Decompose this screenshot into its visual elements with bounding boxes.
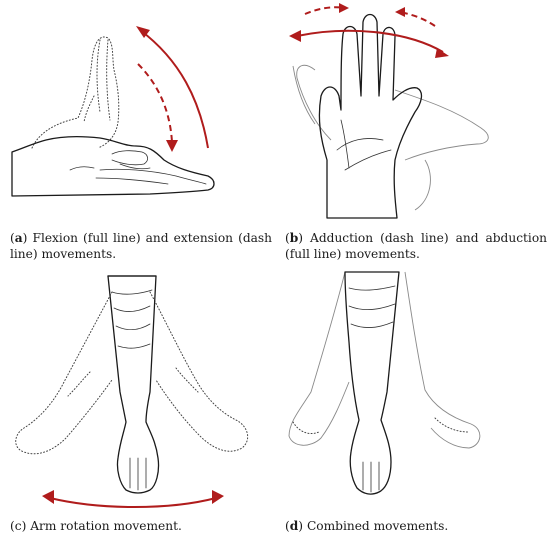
abduction-adduction-illustration [289,3,489,219]
flexed-hand-outline [31,36,120,149]
combined-movements-illustration [288,271,481,495]
panel-a: (a) Flexion (full line) and extension (d… [0,0,275,261]
rotated-arm-right-outline [149,291,249,452]
adduction-arrow-left [304,6,346,15]
rotation-arrow-head-left [42,490,54,504]
abduction-arrow-head-left [289,30,301,42]
panel-d: (d) Combined movements. [275,262,550,538]
extension-arrow-head [166,140,178,152]
arm-outline [107,275,160,494]
extended-hand-outline [11,136,215,197]
abducted-hand-outline [296,64,489,161]
ghost-arm-right-outline [404,271,481,449]
rotation-arrow [49,497,217,508]
caption-a: (a) Flexion (full line) and extension (d… [10,231,272,261]
rotated-arm-left-outline [15,291,113,455]
ghost-arm-left-outline [288,271,350,446]
rotation-arrow-head-right [212,490,224,504]
caption-b: (b) Adduction (dash line) and abduction … [285,231,547,261]
abduction-arrow-head-right [435,48,449,58]
flexion-arrow-head [136,26,150,38]
hand-outline [318,13,423,219]
caption-c: (c) Arm rotation movement. [10,519,182,533]
panel-b: (b) Adduction (dash line) and abduction … [275,0,550,262]
flexion-arrow [139,29,209,149]
arm-outline [344,271,400,495]
flexion-extension-illustration [11,26,215,197]
extension-arrow [137,63,173,143]
caption-d: (d) Combined movements. [285,519,449,533]
abduction-arrow [296,29,444,53]
arm-rotation-illustration [15,275,249,508]
panel-c: (c) Arm rotation movement. [0,262,275,538]
